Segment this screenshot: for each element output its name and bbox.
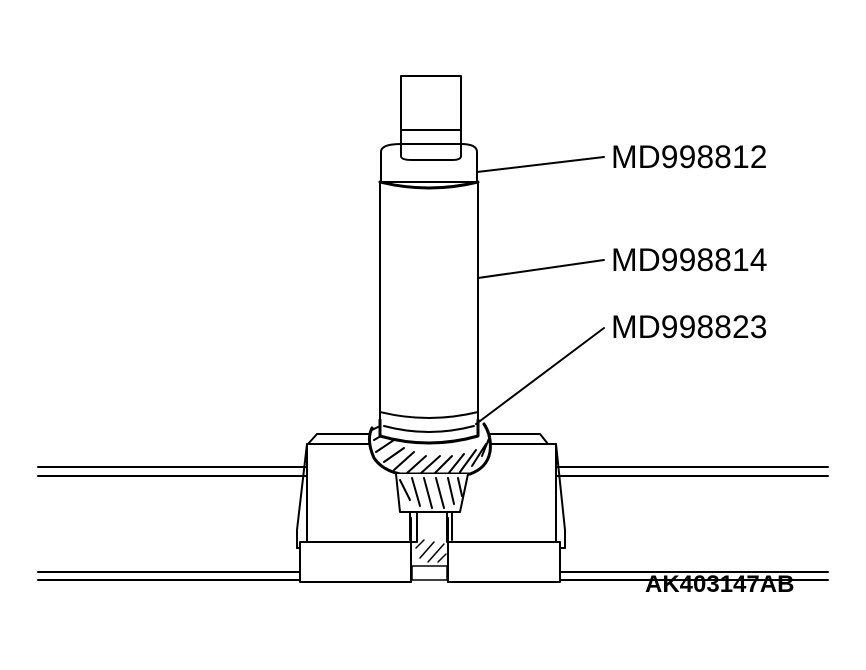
callout-label-md998814: MD998814 <box>611 242 768 278</box>
support-block <box>296 433 566 583</box>
installer-tool <box>378 418 480 445</box>
sleeve-tool <box>378 180 480 423</box>
callout-label-md998812: MD998812 <box>611 139 768 175</box>
figure-id: AK403147AB <box>645 571 795 598</box>
push-rod <box>380 75 478 191</box>
leader-lines <box>475 156 605 425</box>
callout-label-md998823: MD998823 <box>611 309 768 345</box>
press-rails <box>37 466 829 581</box>
